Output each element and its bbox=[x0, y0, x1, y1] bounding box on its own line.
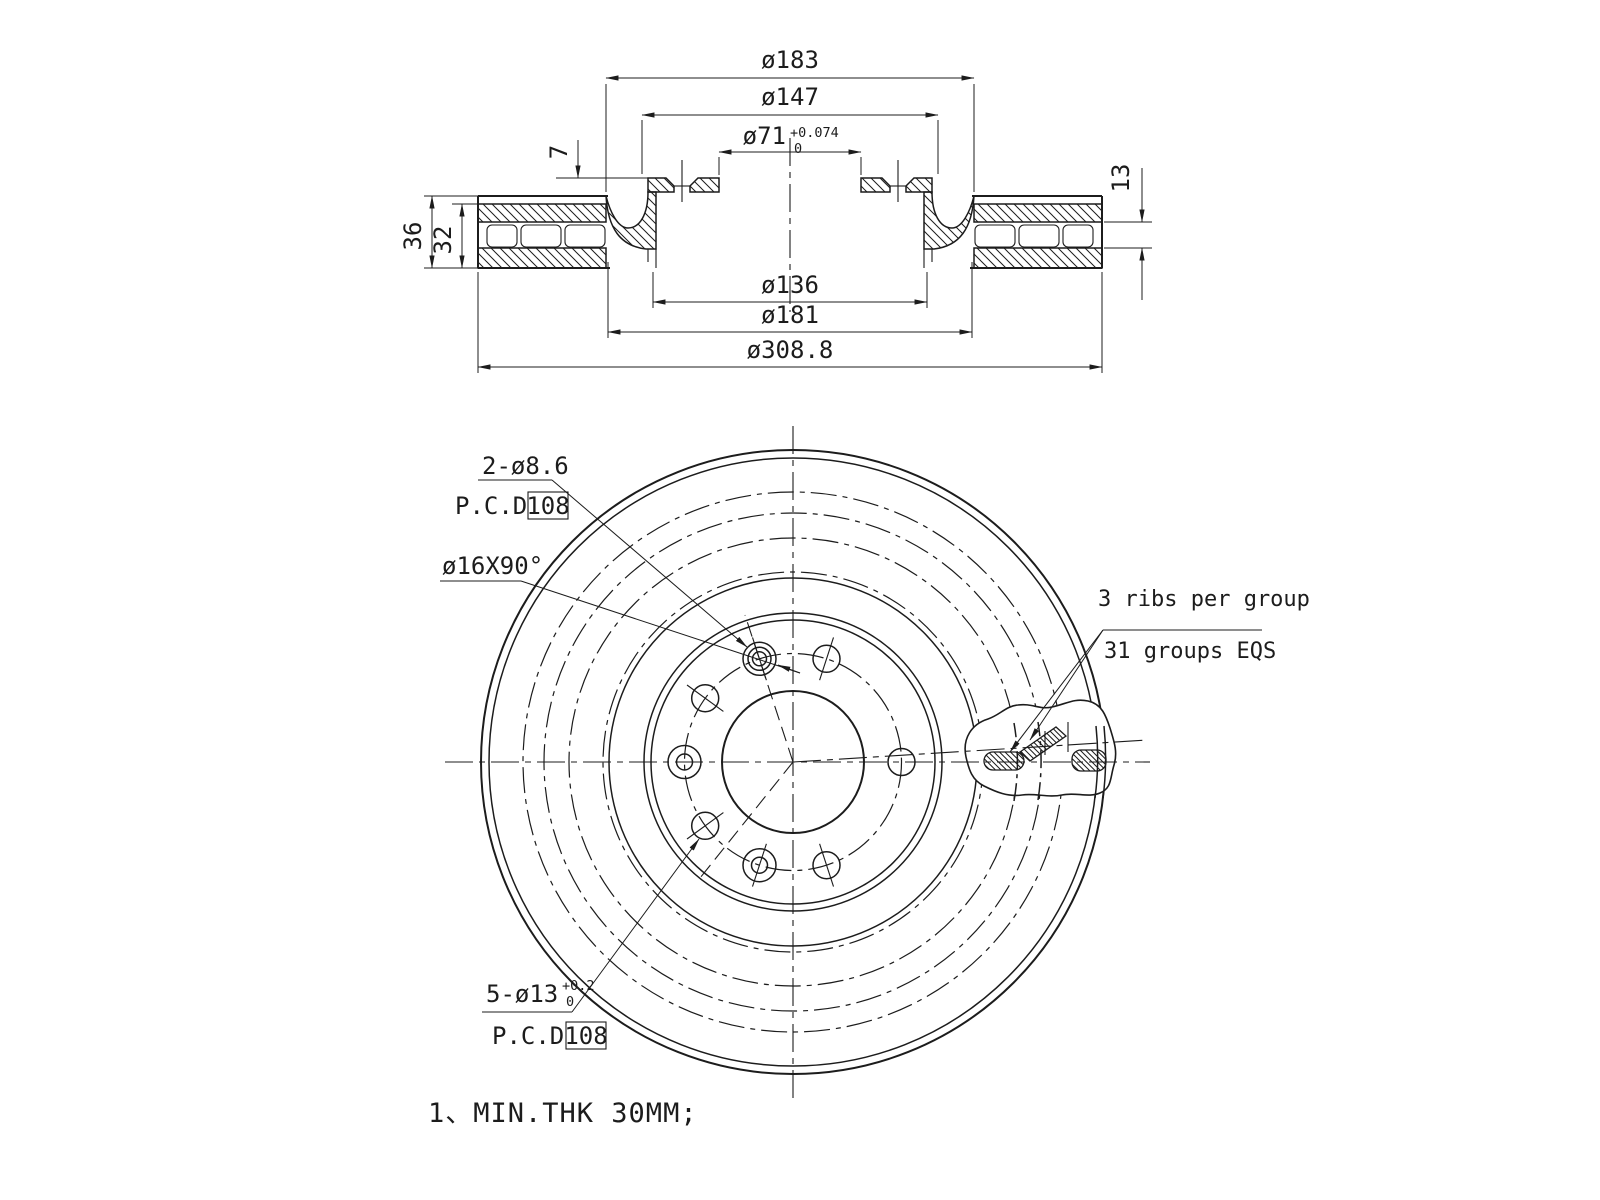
section-view: ø183 ø147 ø71 +0.074 0 7 13 36 32 ø136 ø… bbox=[399, 46, 1152, 373]
section-right-bottom-plate bbox=[973, 247, 1103, 269]
dim-hub-bore-tol-lower: 0 bbox=[794, 141, 802, 157]
radial-ref-line bbox=[699, 761, 794, 879]
hat-plate-seg bbox=[860, 177, 891, 193]
dim-hub-bore: ø71 bbox=[743, 122, 786, 150]
rib-section-hatched bbox=[983, 751, 1025, 771]
vent-rib-cell bbox=[520, 224, 562, 248]
lug-holes-tol-lower: 0 bbox=[566, 994, 574, 1010]
dim-neck-diameter: ø181 bbox=[761, 301, 819, 329]
section-right-top-plate bbox=[973, 203, 1103, 223]
callout-countersink: ø16X90° bbox=[440, 552, 801, 674]
lug-holes-pcd-value: 108 bbox=[564, 1022, 607, 1050]
pcd-basic-dim-box bbox=[527, 491, 569, 520]
countersink-label: ø16X90° bbox=[442, 552, 543, 580]
countersink-hole-left bbox=[667, 744, 702, 780]
lug-holes-tol-upper: +0.2 bbox=[562, 978, 595, 994]
small-holes-label: 2-ø8.6 bbox=[482, 452, 569, 480]
dim-hat-face-diameter: ø147 bbox=[761, 83, 819, 111]
dim-overall-thickness: 36 bbox=[399, 222, 427, 251]
section-left-bottom-plate bbox=[477, 247, 607, 269]
lug-hole bbox=[887, 747, 916, 777]
small-holes-pcd-label: P.C.D bbox=[455, 492, 527, 520]
front-view: 2-ø8.6 P.C.D 108 ø16X90° 5-ø13 +0.2 0 P.… bbox=[440, 426, 1310, 1098]
dim-vent-height: 13 bbox=[1107, 164, 1135, 193]
hat-plate-seg bbox=[905, 177, 933, 193]
ribs-line2: 31 groups EQS bbox=[1104, 639, 1276, 664]
lug-hole bbox=[812, 644, 841, 674]
countersunk-holes bbox=[667, 637, 777, 887]
bolt-circle-pcd bbox=[683, 652, 903, 872]
lug-holes bbox=[686, 637, 916, 887]
countersink-hole-top-mid bbox=[747, 646, 772, 672]
dim-outer-diameter: ø308.8 bbox=[747, 336, 834, 364]
dim-hat-inner-diameter: ø136 bbox=[761, 271, 819, 299]
dim-disc-thickness: 32 bbox=[429, 226, 457, 255]
section-locator-line bbox=[792, 739, 1149, 763]
callout-lug-holes: 5-ø13 +0.2 0 P.C.D 108 bbox=[482, 838, 700, 1050]
rib-slanted-hatched bbox=[1018, 726, 1068, 762]
lug-holes-pcd-label: P.C.D bbox=[492, 1022, 564, 1050]
vent-rib-cell bbox=[1018, 224, 1060, 248]
section-left-neck bbox=[605, 191, 657, 250]
countersink-hole-top bbox=[742, 641, 777, 677]
lug-holes-label: 5-ø13 bbox=[486, 980, 558, 1008]
dim-hat-thickness: 7 bbox=[545, 145, 573, 159]
vent-rib-cell bbox=[1062, 224, 1094, 248]
pcd-basic-dim-box bbox=[565, 1021, 607, 1050]
countersink-hole-bottom bbox=[742, 847, 777, 883]
vent-rib-cell bbox=[564, 224, 606, 248]
section-left-top-plate bbox=[477, 203, 607, 223]
dim-hat-outer-diameter: ø183 bbox=[761, 46, 819, 74]
radial-ref-line bbox=[744, 614, 794, 763]
countersink-hole-top-bore bbox=[751, 651, 768, 667]
countersink-hole-left-bore bbox=[675, 753, 694, 771]
countersink-hole-bottom-bore bbox=[750, 856, 769, 874]
rib-detail-bubble bbox=[964, 699, 1117, 802]
section-right-neck bbox=[923, 191, 975, 250]
callout-small-holes: 2-ø8.6 P.C.D 108 bbox=[455, 452, 748, 648]
hat-plate-seg bbox=[689, 177, 720, 193]
vent-rib-cell bbox=[974, 224, 1016, 248]
dim-hub-bore-tol-upper: +0.074 bbox=[790, 125, 839, 141]
lug-hole bbox=[812, 850, 841, 880]
ribs-line1: 3 ribs per group bbox=[1098, 587, 1310, 612]
callout-ribs: 3 ribs per group 31 groups EQS bbox=[1009, 587, 1310, 753]
lug-hole bbox=[690, 811, 720, 841]
hat-plate-seg bbox=[647, 177, 675, 193]
vent-rib-cell bbox=[486, 224, 518, 248]
small-holes-pcd-value: 108 bbox=[526, 492, 569, 520]
lug-hole bbox=[690, 683, 720, 713]
rib-section-hatched bbox=[1071, 749, 1107, 772]
drawing-note: 1、MIN.THK 30MM; bbox=[428, 1098, 698, 1129]
